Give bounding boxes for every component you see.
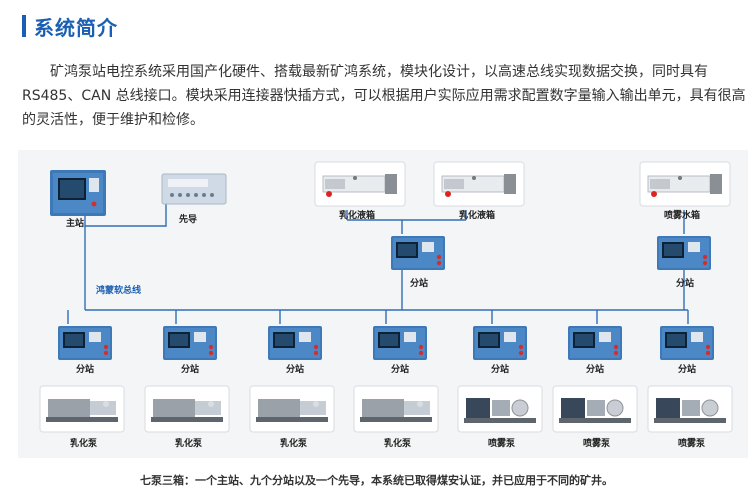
tank-3: 喷雾水箱: [639, 161, 731, 221]
pump-1: 乳化泵: [39, 385, 125, 449]
sub-station-label: 分站: [181, 363, 199, 375]
section-title: 系统简介: [34, 15, 118, 40]
tank-1: 乳化液箱: [314, 161, 406, 221]
sub-station-label: 分站: [678, 363, 696, 375]
intro-paragraph: 矿鸿泵站电控系统采用国产化硬件、搭载最新矿鸿系统，模块化设计，以高速总线实现数据…: [22, 64, 746, 128]
sub-station-5: 分站: [473, 326, 527, 375]
system-diagram: 主站 先导 乳化液箱 乳化液箱 喷雾水箱 分站 分站 鸿蒙软总线: [18, 150, 748, 458]
pump-5: 喷雾泵: [457, 385, 543, 449]
pump-label: 喷雾泵: [488, 437, 516, 449]
sub-station-1: 分站: [58, 326, 112, 375]
sub-station-tanks: 分站: [391, 236, 445, 289]
pump-label: 乳化泵: [175, 437, 203, 449]
bus-label: 鸿蒙软总线: [96, 284, 141, 296]
main-station-label: 主站: [66, 217, 84, 229]
tank-2: 乳化液箱: [433, 161, 525, 221]
tank-1-label: 乳化液箱: [339, 209, 375, 221]
sub-station-label: 分站: [491, 363, 509, 375]
sub-station-4: 分站: [373, 326, 427, 375]
pump-7: 喷雾泵: [647, 385, 733, 449]
sub-station-2: 分站: [163, 326, 217, 375]
bus-lines: [67, 194, 689, 324]
pilot: 先导: [161, 173, 227, 225]
sub-station-label: 分站: [410, 277, 428, 289]
sub-station-label: 分站: [676, 277, 694, 289]
sub-station-label: 分站: [286, 363, 304, 375]
sub-station-label: 分站: [76, 363, 94, 375]
pump-6: 喷雾泵: [552, 385, 638, 449]
main-station: 主站: [50, 170, 106, 229]
pump-label: 乳化泵: [70, 437, 98, 449]
pump-label: 喷雾泵: [678, 437, 706, 449]
diagram-caption: 七泵三箱：一个主站、九个分站以及一个先导，本系统已取得煤安认证，并已应用于不同的…: [140, 474, 613, 487]
system-diagram-svg: 主站 先导 乳化液箱 乳化液箱 喷雾水箱 分站 分站 鸿蒙软总线: [39, 161, 733, 449]
pump-label: 乳化泵: [384, 437, 412, 449]
sub-station-spray: 分站: [657, 236, 711, 289]
tank-3-label: 喷雾水箱: [664, 209, 700, 221]
sub-station-6: 分站: [568, 326, 622, 375]
pump-4: 乳化泵: [353, 385, 439, 449]
title-accent-bar: [22, 15, 26, 37]
sub-station-3: 分站: [268, 326, 322, 375]
sub-station-7: 分站: [660, 326, 714, 375]
pump-label: 喷雾泵: [583, 437, 611, 449]
section-heading: 系统简介: [22, 14, 118, 40]
pump-3: 乳化泵: [249, 385, 335, 449]
pump-2: 乳化泵: [144, 385, 230, 449]
sub-station-label: 分站: [391, 363, 409, 375]
tank-2-label: 乳化液箱: [459, 209, 495, 221]
pump-label: 乳化泵: [280, 437, 308, 449]
sub-station-label: 分站: [586, 363, 604, 375]
pilot-label: 先导: [179, 213, 197, 225]
